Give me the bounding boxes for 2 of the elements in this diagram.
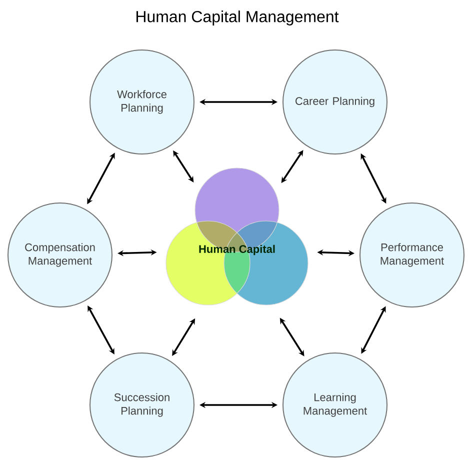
title: Human Capital Management xyxy=(136,10,339,26)
venn-diagram: Human Capital xyxy=(166,168,308,306)
